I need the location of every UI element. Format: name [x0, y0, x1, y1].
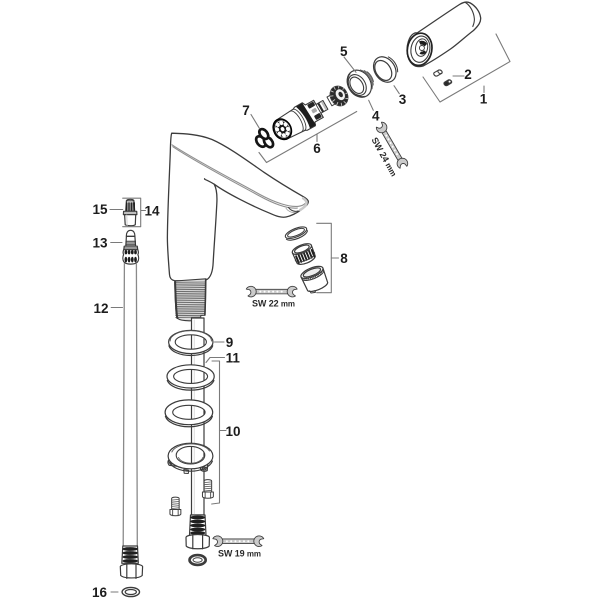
svg-text:SW 22 mm: SW 22 mm: [252, 298, 295, 308]
svg-text:15: 15: [92, 202, 108, 217]
svg-text:2: 2: [464, 67, 472, 82]
svg-text:16: 16: [92, 585, 108, 600]
svg-text:9: 9: [226, 335, 234, 350]
svg-text:5: 5: [340, 44, 348, 59]
svg-text:4: 4: [372, 108, 380, 123]
svg-text:10: 10: [225, 424, 240, 439]
svg-text:8: 8: [340, 251, 348, 266]
svg-text:SW 19 mm: SW 19 mm: [218, 549, 261, 559]
svg-text:14: 14: [144, 203, 160, 218]
svg-text:7: 7: [242, 103, 250, 118]
svg-text:6: 6: [313, 141, 321, 156]
svg-text:12: 12: [93, 301, 108, 316]
svg-text:1: 1: [480, 91, 488, 106]
svg-text:3: 3: [399, 92, 407, 107]
svg-text:13: 13: [92, 236, 108, 251]
svg-text:11: 11: [226, 350, 241, 365]
